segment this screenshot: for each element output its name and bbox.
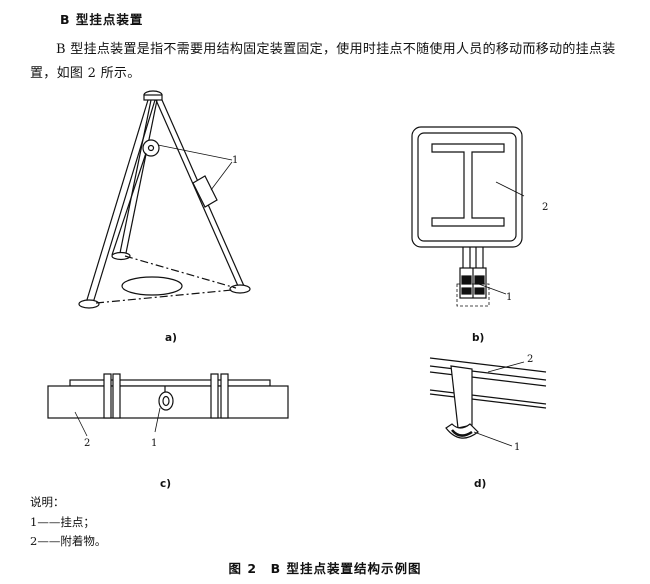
figure-b-ibeam [411,126,525,307]
figure-title: 图 2 B 型挂点装置结构示例图 [228,561,422,576]
caption-c: c) [160,478,172,490]
legend-item-2: 2——附着物。 [30,534,107,548]
callout-a-1: 1 [232,155,238,166]
figure-d-sling [429,357,547,447]
figure-a-tripod [78,90,251,309]
legend-item-1: 1——挂点； [30,515,95,529]
callout-d-1: 1 [514,442,520,453]
caption-a: a) [165,332,177,344]
description-paragraph: B 型挂点装置是指不需要用结构固定装置固定，使用时挂点不随使用人员的移动而移动的… [30,42,616,81]
caption-d: d) [474,478,487,490]
callout-c-1: 1 [151,438,157,449]
caption-b: b) [472,332,485,344]
callout-c-2: 2 [84,438,90,449]
callout-d-2: 2 [527,354,533,365]
legend-title: 说明： [30,495,65,509]
callout-b-1: 1 [506,292,512,303]
section-heading: B 型挂点装置 [60,12,144,27]
figure-c-beam [47,373,289,437]
callout-b-2: 2 [542,202,548,213]
